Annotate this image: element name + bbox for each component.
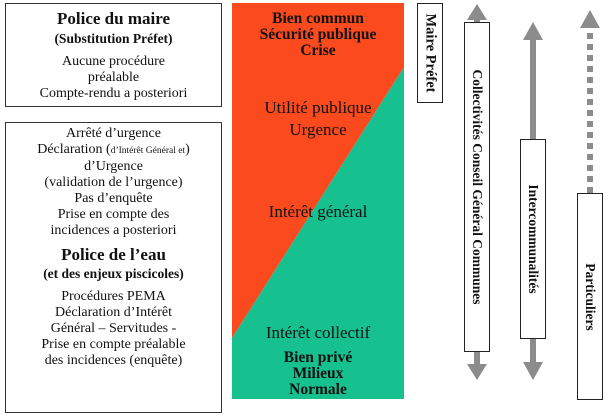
urgence-line: Pas d’enquête [74,191,153,206]
interet-collectif-label: Intérêt collectif [232,322,404,344]
declaration-line: Déclaration (d’Intérêt Général et) [6,142,221,159]
particuliers-box: Particuliers [577,193,603,400]
urgence-line: Arrêté d’urgence [66,126,161,141]
police-de-l-eau-line: Prise en compte préalable [41,337,186,352]
urgence-line: d’Urgence [84,159,143,174]
green-zone-bottom [232,338,404,399]
crise-labels: Bien commun Sécurité publique Crise [232,11,404,59]
police-du-maire-title: Police du maire [57,9,170,28]
urgence-line: Prise en compte des [57,207,170,222]
police-du-maire-box: Police du maire (Substitution Préfet) Au… [5,3,222,107]
interet-general-text: Intérêt général [268,202,368,221]
particuliers-label: Particuliers [583,262,598,331]
police-de-l-eau-line: Déclaration d’Intérêt [55,305,172,320]
milieux-label: Milieux [292,365,344,382]
police-de-l-eau-line: Procédures PEMA [61,289,166,304]
police-du-maire-line: Aucune procédure [61,54,165,69]
police-du-maire-line: préalable [87,70,140,85]
urgence-line: (validation de l’urgence) [44,175,183,190]
normale-labels: Bien privé Milieux Normale [232,350,404,398]
interet-general-label: Intérêt général [232,201,404,223]
declaration-small: d’Intérêt Général et [110,146,186,156]
urgence-line: incidences a posteriori [50,223,177,238]
dashed-arrow-particuliers [580,10,600,194]
police-du-maire-subtitle: (Substitution Préfet) [54,31,173,46]
interet-collectif-text: Intérêt collectif [265,323,371,342]
interest-triangle [232,3,404,399]
crise-label: Crise [300,42,336,59]
utilite-labels: Utilité publique Urgence [232,97,404,141]
bien-prive-label: Bien privé [283,349,353,366]
green-triangle [232,67,404,338]
declaration-main: Déclaration ( [37,142,111,157]
maire-prefet-label: Maire Préfet [422,13,439,93]
collectivites-label: Collectivités Conseil Général Communes [470,69,485,305]
normale-label: Normale [289,381,347,398]
collectivites-box: Collectivités Conseil Général Communes [464,22,490,352]
police-de-l-eau-line: des incidences (enquête) [44,353,183,368]
maire-prefet-box: Maire Préfet [417,3,443,103]
police-de-l-eau-box: Arrêté d’urgence Déclaration (d’Intérêt … [5,122,222,413]
red-zone-top [232,3,404,67]
police-de-l-eau-line: Général – Servitudes - [50,321,177,336]
intercommunalites-label: Intercommunalités [526,184,541,294]
securite-publique-label: Sécurité publique [259,26,377,43]
urgence-label: Urgence [289,120,347,139]
police-de-l-eau-title: Police de l’eau [61,245,166,264]
declaration-close: ) [185,142,190,157]
bien-commun-label: Bien commun [272,10,364,27]
police-de-l-eau-subtitle: (et des enjeux piscicoles) [43,266,184,281]
intercommunalites-box: Intercommunalités [520,139,546,339]
police-du-maire-line: Compte-rendu a posteriori [39,86,188,101]
utilite-publique-label: Utilité publique [264,98,372,117]
